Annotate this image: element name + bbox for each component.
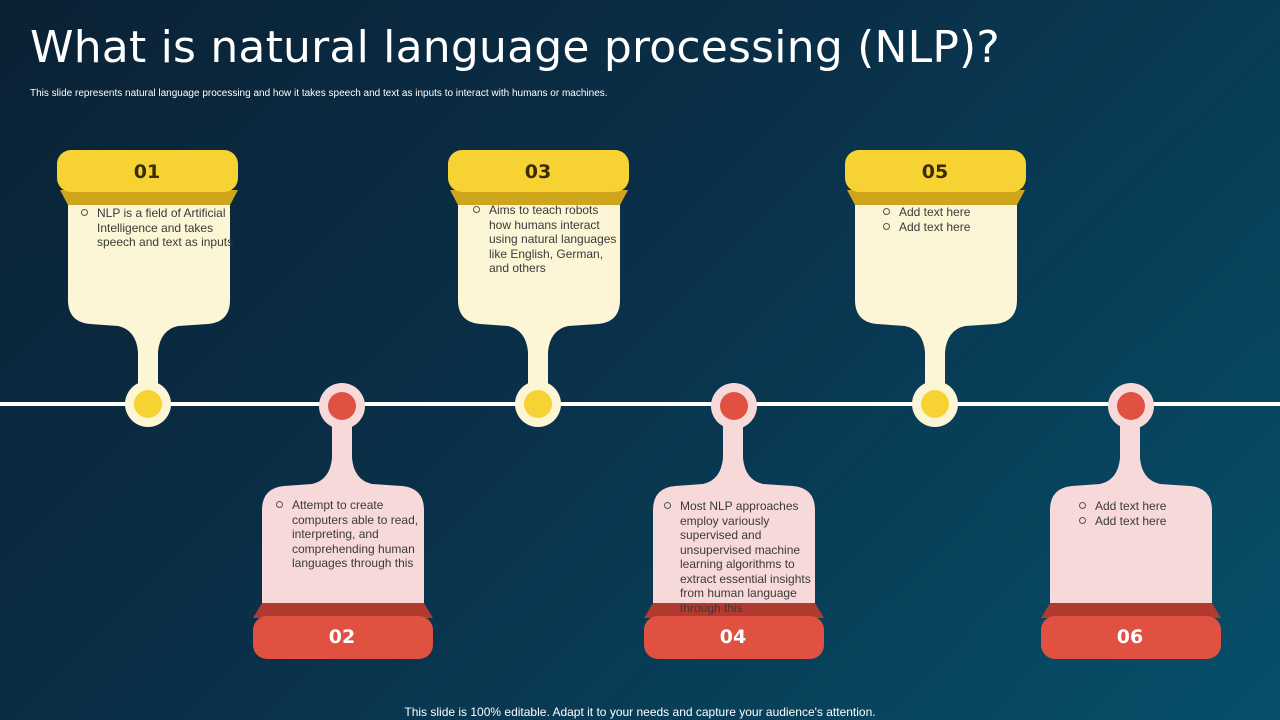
step-01-number: 01 [133, 161, 161, 183]
step-04-card-shape [644, 383, 824, 659]
step-01-text-list: NLP is a field of Artificial Intelligenc… [75, 206, 237, 250]
step-02-number: 02 [328, 626, 356, 648]
step-05-text-item: Add text here [883, 220, 1039, 235]
step-02-text-list: Attempt to create computers able to read… [270, 498, 432, 571]
step-04-text-list: Most NLP approaches employ variously sup… [658, 499, 820, 615]
step-01-text-item: NLP is a field of Artificial Intelligenc… [81, 206, 237, 250]
slide-subtitle: This slide represents natural language p… [30, 88, 608, 99]
step-01-card-shape [57, 150, 238, 427]
step-03-text-item: Aims to teach robots how humans interact… [473, 203, 619, 276]
step-04-text-item: Most NLP approaches employ variously sup… [664, 499, 820, 615]
step-06-text-item: Add text here [1079, 499, 1235, 514]
step-02-text-item: Attempt to create computers able to read… [276, 498, 432, 571]
step-04-dot [720, 392, 748, 420]
step-02-dot [328, 392, 356, 420]
step-06-text-item: Add text here [1079, 514, 1235, 529]
step-05-text-list: Add text here Add text here [877, 205, 1039, 234]
step-02-card-shape [253, 383, 433, 659]
step-05-number: 05 [921, 161, 949, 183]
step-05-card-shape [845, 150, 1026, 427]
step-06-number: 06 [1116, 626, 1144, 648]
slide-footer: This slide is 100% editable. Adapt it to… [404, 705, 876, 719]
step-06-dot [1117, 392, 1145, 420]
step-05-dot [921, 390, 949, 418]
step-06-card-shape [1041, 383, 1221, 659]
step-03-card-shape [448, 150, 629, 427]
step-03-text-list: Aims to teach robots how humans interact… [467, 203, 619, 276]
step-06-text-list: Add text here Add text here [1073, 499, 1235, 528]
step-03-dot [524, 390, 552, 418]
step-01-dot [134, 390, 162, 418]
step-03-number: 03 [524, 161, 552, 183]
step-04-number: 04 [719, 626, 747, 648]
slide-title: What is natural language processing (NLP… [30, 22, 1000, 73]
step-05-text-item: Add text here [883, 205, 1039, 220]
